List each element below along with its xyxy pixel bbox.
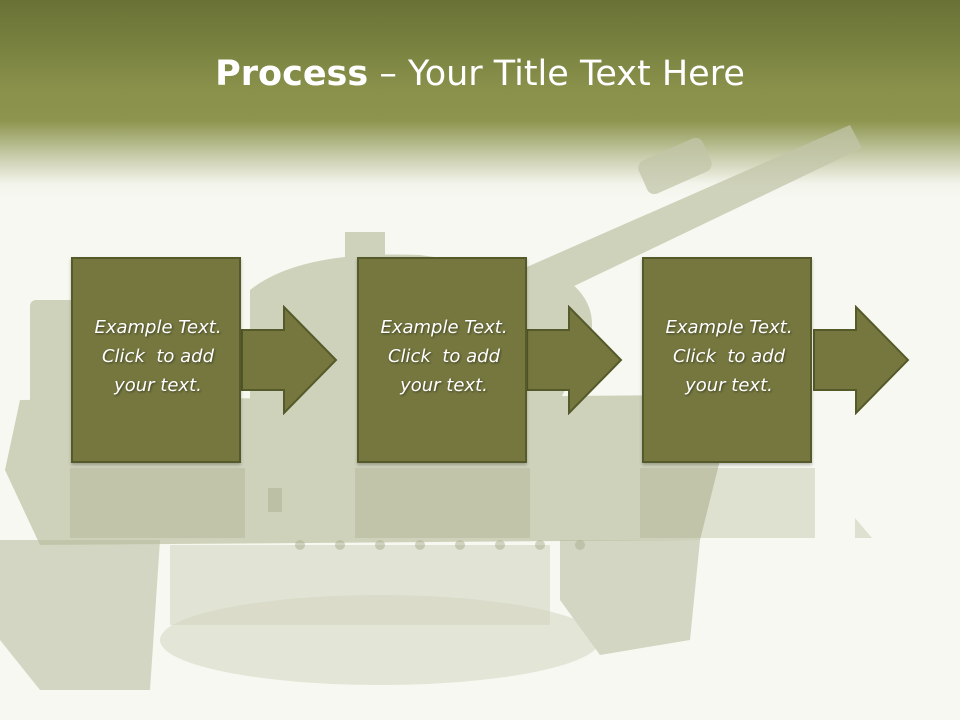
step-1-text: Example Text. Click to add your text. <box>73 313 243 400</box>
step-3-line-1: Example Text. <box>665 317 793 338</box>
step-3-text: Example Text. Click to add your text. <box>644 313 814 400</box>
step-2-line-2: Click to add <box>387 346 500 367</box>
step-2-box[interactable]: Example Text. Click to add your text. <box>357 257 527 463</box>
step-3-box[interactable]: Example Text. Click to add your text. <box>642 257 812 463</box>
title-rest: – Your Title Text Here <box>368 54 745 94</box>
step-2-reflection <box>355 468 530 538</box>
step-2-arrow-icon <box>526 305 623 415</box>
title-bold: Process <box>215 54 369 94</box>
step-1-reflection <box>70 468 245 538</box>
step-3-line-3: your text. <box>685 375 773 396</box>
slide-title: Process – Your Title Text Here <box>0 52 960 96</box>
step-2-line-3: your text. <box>400 375 488 396</box>
step-1-line-2: Click to add <box>101 346 214 367</box>
step-1-line-1: Example Text. <box>94 317 222 338</box>
step-2-line-1: Example Text. <box>380 317 508 338</box>
step-3-line-2: Click to add <box>672 346 785 367</box>
step-3-reflection <box>640 468 872 538</box>
step-1-box[interactable]: Example Text. Click to add your text. <box>71 257 241 463</box>
step-1-arrow-icon <box>241 305 338 415</box>
step-1-line-3: your text. <box>114 375 202 396</box>
step-3-arrow-icon <box>813 305 910 415</box>
step-2-text: Example Text. Click to add your text. <box>359 313 529 400</box>
